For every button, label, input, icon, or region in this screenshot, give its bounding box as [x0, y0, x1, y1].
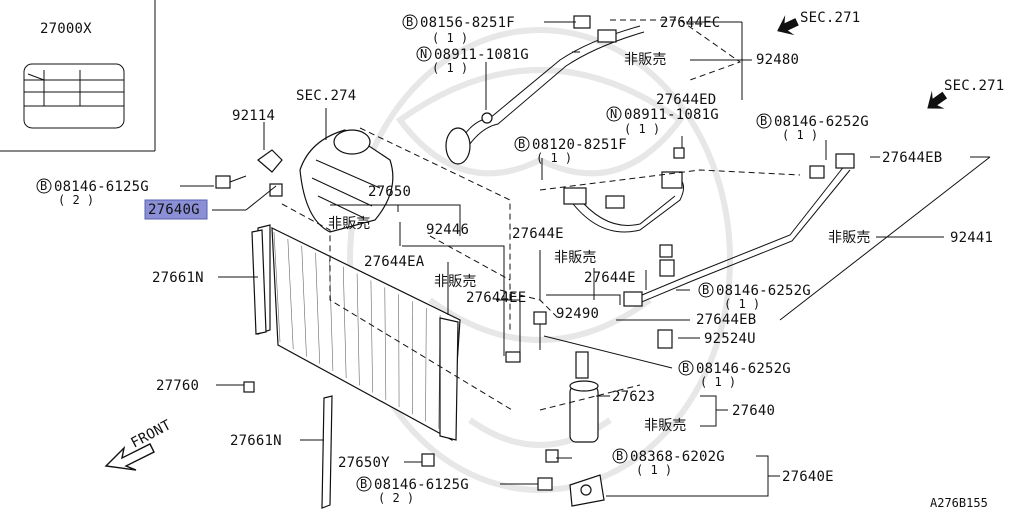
- label-27661n-bottom: 27661N: [230, 433, 282, 449]
- label-not-sold-center: 非販売: [554, 250, 597, 266]
- svg-text:B: B: [518, 137, 525, 151]
- condenser: [257, 224, 461, 441]
- sec271-top-arrow: [777, 15, 799, 36]
- svg-text:( 2 ): ( 2 ): [58, 193, 94, 207]
- label-27644ee: 27644EE: [466, 290, 526, 306]
- label-27644ea: 27644EA: [364, 254, 425, 270]
- label-not-sold-27640: 非販売: [644, 418, 687, 434]
- svg-text:08156-8251F: 08156-8251F: [420, 15, 515, 31]
- leader-lines: [180, 21, 991, 497]
- bolts: [215, 147, 825, 491]
- label-sec274: SEC.274: [296, 88, 356, 104]
- front-arrow-icon: [104, 443, 155, 471]
- label-92441: 92441: [950, 230, 993, 246]
- label-not-sold-27650: 非販売: [328, 216, 371, 232]
- svg-text:08120-8251F: 08120-8251F: [532, 137, 627, 153]
- svg-text:B: B: [40, 179, 47, 193]
- callout-b-08146-6252g-top: B 08146-6252G ( 1 ): [756, 113, 869, 142]
- svg-text:B: B: [360, 477, 367, 491]
- label-27760: 27760: [156, 378, 199, 394]
- drier-bracket: [569, 474, 605, 507]
- callout-n-08911-1081g-mid: N 08911-1081G ( 1 ): [606, 106, 719, 136]
- svg-text:( 1 ): ( 1 ): [432, 61, 468, 75]
- svg-text:08911-1081G: 08911-1081G: [434, 47, 529, 63]
- label-27650y: 27650Y: [338, 455, 390, 471]
- bolt-marker: B: [406, 15, 413, 29]
- svg-text:08146-6125G: 08146-6125G: [54, 179, 149, 195]
- label-not-sold-27644ea: 非販売: [434, 274, 477, 290]
- label-27644e-b: 27644E: [584, 270, 636, 286]
- label-27661n-top: 27661N: [152, 270, 204, 286]
- callout-b-08146-6125g-left: B 08146-6125G ( 2 ): [36, 178, 149, 207]
- svg-text:( 1 ): ( 1 ): [432, 31, 468, 45]
- receiver-drier: [569, 351, 599, 443]
- suction-hose: [563, 171, 685, 233]
- side-seal-bottom: [321, 395, 333, 509]
- svg-text:B: B: [682, 361, 689, 375]
- svg-text:08146-6125G: 08146-6125G: [374, 477, 469, 493]
- svg-text:08146-6252G: 08146-6252G: [716, 283, 811, 299]
- label-92446: 92446: [426, 222, 469, 238]
- label-27644ed: 27644ED: [656, 92, 716, 108]
- svg-text:( 1 ): ( 1 ): [536, 151, 572, 165]
- label-27644ec: 27644EC: [660, 15, 720, 31]
- label-27640g-highlighted[interactable]: 27640G: [144, 199, 208, 220]
- callout-b-08146-6252g-low: B 08146-6252G ( 1 ): [678, 360, 791, 389]
- svg-text:( 1 ): ( 1 ): [724, 297, 760, 311]
- label-27623: 27623: [612, 389, 655, 405]
- callout-b-08156-8251f: B 08156-8251F ( 1 ): [402, 14, 515, 45]
- legend-part-number: 27000X: [40, 21, 92, 37]
- part-number-27640g[interactable]: 27640G: [148, 202, 200, 218]
- label-sec271-top: SEC.271: [800, 10, 860, 26]
- svg-text:B: B: [702, 283, 709, 297]
- assembly-dashes: [281, 19, 801, 411]
- svg-text:08146-6252G: 08146-6252G: [696, 361, 791, 377]
- svg-text:08911-1081G: 08911-1081G: [624, 107, 719, 123]
- label-27640: 27640: [732, 403, 775, 419]
- label-not-sold-92441: 非販売: [828, 230, 871, 246]
- discharge-hose: [445, 15, 645, 165]
- side-seal-top: [251, 229, 267, 335]
- label-92490: 92490: [556, 306, 599, 322]
- svg-text:( 1 ): ( 1 ): [636, 463, 672, 477]
- svg-text:08368-6202G: 08368-6202G: [630, 449, 725, 465]
- sec271-right-arrow: [927, 90, 948, 109]
- label-not-sold-92480: 非販売: [624, 52, 667, 68]
- liquid-pipe: [623, 153, 855, 307]
- compressor: [299, 129, 394, 233]
- svg-text:( 2 ): ( 2 ): [378, 491, 414, 505]
- svg-text:B: B: [760, 114, 767, 128]
- callout-b-08146-6252g-mid: B 08146-6252G ( 1 ): [698, 282, 811, 311]
- label-92114: 92114: [232, 108, 275, 124]
- legend-box: 27000X: [0, 0, 156, 152]
- label-92480: 92480: [756, 52, 799, 68]
- label-27644eb-mid: 27644EB: [696, 312, 756, 328]
- svg-text:N: N: [610, 107, 617, 121]
- label-27644e-a: 27644E: [512, 226, 564, 242]
- label-27644eb-top: 27644EB: [882, 150, 942, 166]
- label-92524u: 92524U: [704, 331, 756, 347]
- label-sec271-right: SEC.271: [944, 78, 1004, 94]
- svg-text:B: B: [616, 449, 623, 463]
- label-27640e: 27640E: [782, 469, 834, 485]
- diagram-code: A276B155: [930, 496, 988, 510]
- svg-text:( 1 ): ( 1 ): [624, 122, 660, 136]
- callout-n-08911-1081g-top: N 08911-1081G ( 1 ): [416, 46, 529, 75]
- svg-text:08146-6252G: 08146-6252G: [774, 114, 869, 130]
- callout-b-08120-8251f: B 08120-8251F ( 1 ): [514, 136, 627, 165]
- callout-b-08368-6202g: B 08368-6202G ( 1 ): [612, 448, 725, 477]
- label-27650: 27650: [368, 184, 411, 200]
- callout-b-08146-6125g-bottom: B 08146-6125G ( 2 ): [356, 476, 469, 505]
- svg-text:( 1 ): ( 1 ): [700, 375, 736, 389]
- nut-marker: N: [420, 47, 427, 61]
- svg-text:( 1 ): ( 1 ): [782, 128, 818, 142]
